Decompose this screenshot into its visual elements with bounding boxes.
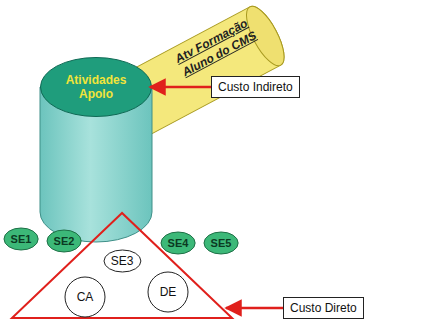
unit-ellipse: SE4 [160,231,196,255]
unit-label: SE5 [211,237,232,249]
activity-label: Atividades Apolo [48,71,144,103]
unit-label: SE3 [111,254,134,268]
unit-ellipse: SE2 [46,229,82,253]
unit-circle: DE [147,271,189,313]
unit-circle: CA [64,276,106,318]
unit-ellipse: SE1 [3,227,39,251]
unit-label: SE1 [11,233,32,245]
leader-arrow [226,307,283,310]
cost-callout-box: Custo Indireto [211,76,300,98]
callout-text: Custo Direto [290,301,357,315]
unit-label: DE [160,285,177,299]
unit-label: SE2 [54,235,75,247]
unit-label: CA [77,290,94,304]
activity-cylinder: Atividades Apolo [40,57,152,242]
cost-arrow [150,86,211,89]
cost-callout-box: Custo Direto [283,297,364,319]
unit-circle: SE3 [103,249,142,273]
unit-ellipse: SE5 [203,231,239,255]
unit-label: SE4 [168,237,189,249]
callout-text: Custo Indireto [218,80,293,94]
